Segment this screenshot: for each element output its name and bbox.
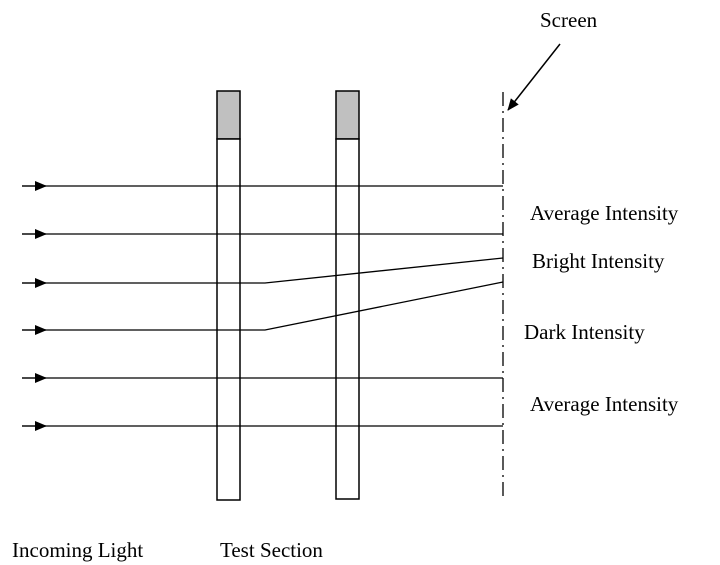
right-bar-cap bbox=[335, 90, 360, 140]
left-bar-body bbox=[216, 138, 241, 501]
screen-pointer-arrow-icon bbox=[507, 43, 561, 111]
test-section-left-bar bbox=[216, 90, 241, 501]
test-section-label: Test Section bbox=[220, 538, 323, 562]
dark-intensity-label: Dark Intensity bbox=[524, 320, 645, 344]
ray-3-deflected-bright bbox=[22, 257, 504, 284]
incoming-light-arrows bbox=[22, 181, 47, 431]
light-rays bbox=[22, 185, 504, 427]
average-intensity-bottom-label: Average Intensity bbox=[530, 392, 679, 416]
average-intensity-top-label: Average Intensity bbox=[530, 201, 679, 225]
test-section-bars bbox=[216, 90, 360, 501]
test-section-right-bar bbox=[335, 90, 360, 500]
bright-intensity-label: Bright Intensity bbox=[532, 249, 665, 273]
left-bar-cap bbox=[216, 90, 241, 140]
right-bar-body bbox=[335, 138, 360, 500]
screen-label: Screen bbox=[540, 8, 598, 32]
ray-4-deflected-dark bbox=[22, 281, 504, 331]
incoming-light-label: Incoming Light bbox=[12, 538, 143, 562]
